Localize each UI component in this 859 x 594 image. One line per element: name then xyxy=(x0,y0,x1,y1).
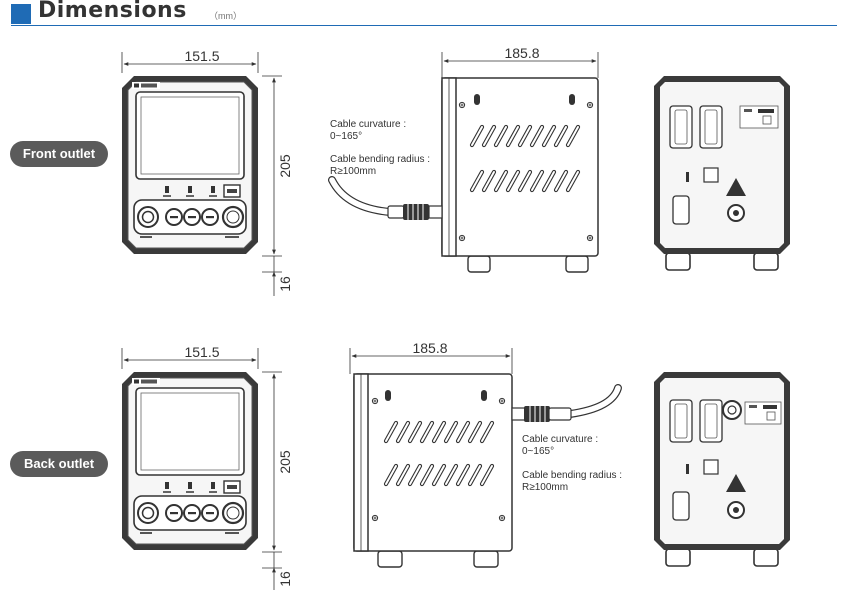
cable-radius-value-2: R≥100mm xyxy=(522,482,569,493)
rear-panel-details xyxy=(669,105,779,225)
foot-dimension: 16 xyxy=(277,276,293,292)
front-view-device xyxy=(120,74,260,256)
width-dimension-2: 151.5 xyxy=(184,344,219,360)
header-underline xyxy=(11,25,837,26)
side-view-device-2: 185.8 xyxy=(349,340,513,568)
height-dimension-2: 205 xyxy=(277,450,293,474)
cable-curvature-label-2: Cable curvature : xyxy=(522,434,599,445)
section-header: Dimensions （mm） xyxy=(11,0,837,28)
cable-back-outlet xyxy=(511,384,622,422)
back-outlet-label: Back outlet xyxy=(10,451,108,477)
width-dimension: 151.5 xyxy=(184,48,219,64)
cable-curvature-value-1: 0~165° xyxy=(330,131,363,142)
side-view-device: 185.8 xyxy=(441,45,599,273)
rear-panel-details-2 xyxy=(669,399,782,521)
header-accent-square xyxy=(11,4,31,24)
depth-dimension-2: 185.8 xyxy=(412,340,447,356)
cable-front-outlet xyxy=(328,176,443,220)
front-view-device-2 xyxy=(120,370,260,552)
cable-radius-label-2: Cable bending radius : xyxy=(522,470,623,481)
foot-dimension-2: 16 xyxy=(277,571,293,587)
depth-dimension: 185.8 xyxy=(504,45,539,61)
rear-view-device xyxy=(653,75,791,271)
front-outlet-label: Front outlet xyxy=(10,141,108,167)
cable-radius-value-1: R≥100mm xyxy=(330,166,377,177)
cable-radius-label-1: Cable bending radius : xyxy=(330,154,431,165)
height-dimension: 205 xyxy=(277,154,293,178)
cable-curvature-value-2: 0~165° xyxy=(522,446,555,457)
unit-label: （mm） xyxy=(209,11,242,21)
cable-curvature-label-1: Cable curvature : xyxy=(330,119,407,130)
section-title: Dimensions xyxy=(38,0,187,23)
